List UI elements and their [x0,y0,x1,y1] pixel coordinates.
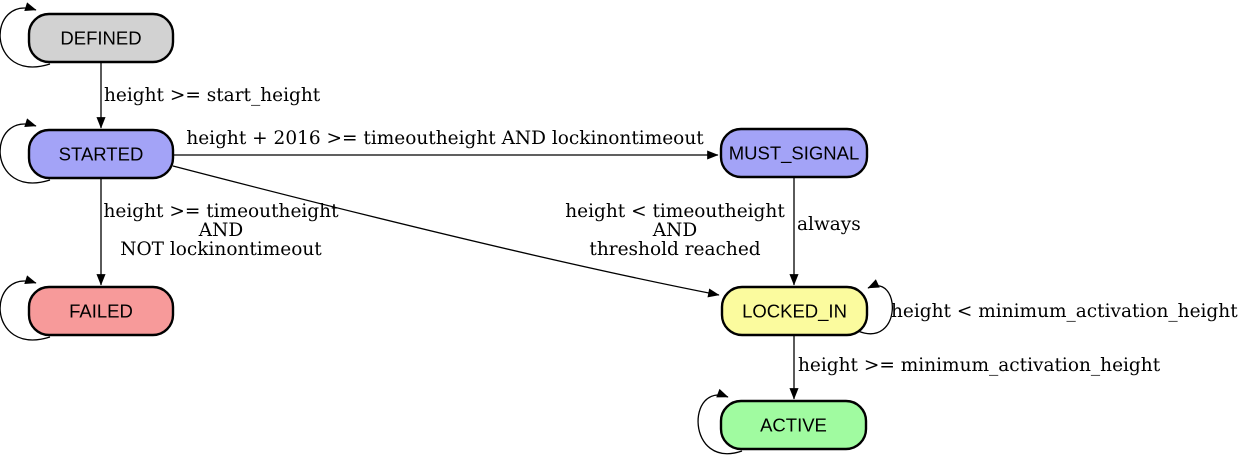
edge-label-started-to-must-signal: height + 2016 >= timeoutheight AND locki… [186,128,704,149]
state-node-must-signal-box [719,127,869,179]
state-node-active-box [719,399,868,451]
edge-label-locked-in-self: height < minimum_activation_height [891,301,1238,322]
edge-label-defined-to-started: height >= start_height [104,85,321,106]
self-loop-locked-in-arrow [857,279,894,335]
edge-label-line: height < timeoutheight [565,201,785,222]
edge-labels-layer: height >= start_height height + 2016 >= … [103,85,1238,376]
edge-label-line: height >= timeoutheight [103,201,339,222]
edge-label-started-to-failed: height >= timeoutheight AND NOT lockinon… [103,201,339,260]
edge-label-line: AND [198,220,243,241]
edge-label-line: NOT lockinontimeout [120,239,322,260]
edge-label-started-to-locked-in: height < timeoutheight AND threshold rea… [565,201,785,260]
state-node-started-box [27,128,175,180]
state-node-defined-label: DEFINED [60,28,141,49]
state-node-locked-in-label: LOCKED_IN [742,301,847,323]
self-loop-active-arrow [697,388,743,455]
edge-label-line: threshold reached [589,239,760,260]
state-node-started: STARTED [27,128,175,180]
edges-layer [0,2,894,455]
self-loop-started-arrow [0,118,51,184]
state-node-must-signal: MUST_SIGNAL [719,127,869,179]
state-node-defined-box [27,12,175,64]
state-node-active-label: ACTIVE [760,415,827,436]
state-node-defined: DEFINED [27,12,175,64]
state-node-must-signal-label: MUST_SIGNAL [729,143,860,165]
nodes-layer: DEFINED STARTED FAILED MUST_SIGNAL LOCKE… [27,12,869,451]
state-node-started-label: STARTED [59,144,144,165]
edge-label-must-signal-to-locked-in: always [797,214,861,235]
state-node-locked-in-box [720,285,869,337]
edge-started-to-locked-in [172,165,720,298]
state-node-active: ACTIVE [719,399,868,451]
state-node-failed-label: FAILED [69,301,133,322]
edge-label-line: AND [652,220,697,241]
state-node-failed-box [27,285,175,337]
state-node-locked-in: LOCKED_IN [720,285,869,337]
edge-label-locked-in-to-active: height >= minimum_activation_height [798,355,1161,376]
self-loop-defined-arrow [0,2,51,68]
state-node-failed: FAILED [27,285,175,337]
self-loop-failed-arrow [0,275,51,341]
